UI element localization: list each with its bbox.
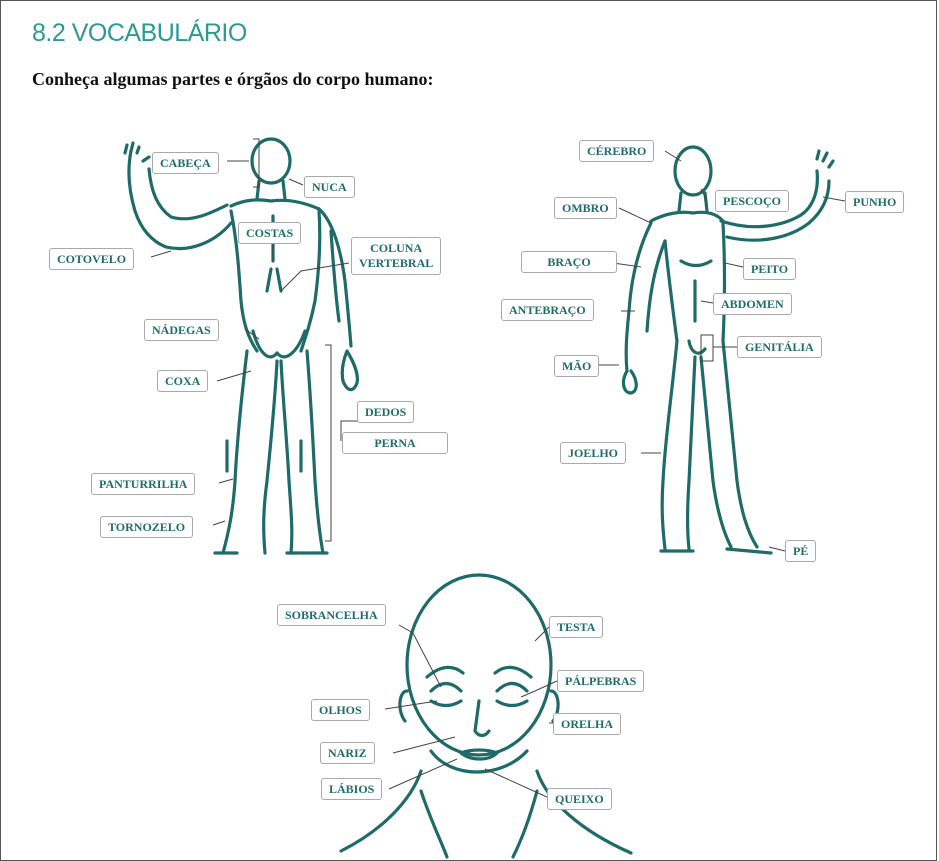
label-braco: BRAÇO bbox=[521, 251, 617, 273]
label-labios: LÁBIOS bbox=[321, 778, 382, 800]
label-cotovelo: COTOVELO bbox=[49, 248, 134, 270]
label-genitalia: GENITÁLIA bbox=[737, 336, 822, 358]
label-pe: PÉ bbox=[785, 540, 816, 562]
label-testa: TESTA bbox=[549, 616, 603, 638]
label-cabeca: CABEÇA bbox=[152, 152, 219, 174]
label-abdomen: ABDOMEN bbox=[713, 293, 792, 315]
label-perna: PERNA bbox=[342, 432, 448, 454]
label-coluna-vertebral: COLUNA VERTEBRAL bbox=[351, 237, 441, 275]
label-punho: PUNHO bbox=[845, 191, 904, 213]
label-panturrilha: PANTURRILHA bbox=[91, 473, 195, 495]
label-antebraco: ANTEBRAÇO bbox=[501, 299, 594, 321]
label-ombro: OMBRO bbox=[554, 197, 617, 219]
label-olhos: OLHOS bbox=[311, 699, 370, 721]
label-joelho: JOELHO bbox=[560, 442, 626, 464]
label-dedos: DEDOS bbox=[357, 401, 414, 423]
label-costas: COSTAS bbox=[238, 222, 301, 244]
label-nadegas: NÁDEGAS bbox=[144, 319, 219, 341]
label-pescoco: PESCOÇO bbox=[715, 190, 789, 212]
label-nariz: NARIZ bbox=[320, 742, 375, 764]
label-orelha: ORELHA bbox=[553, 713, 621, 735]
label-queixo: QUEIXO bbox=[547, 788, 612, 810]
label-tornozelo: TORNOZELO bbox=[100, 516, 193, 538]
label-sobrancelha: SOBRANCELHA bbox=[277, 604, 386, 626]
label-coxa: COXA bbox=[157, 370, 208, 392]
label-palpebras: PÁLPEBRAS bbox=[557, 670, 644, 692]
label-peito: PEITO bbox=[743, 258, 796, 280]
label-nuca: NUCA bbox=[304, 176, 355, 198]
label-cerebro: CÉREBRO bbox=[579, 140, 654, 162]
label-mao: MÃO bbox=[554, 355, 599, 377]
